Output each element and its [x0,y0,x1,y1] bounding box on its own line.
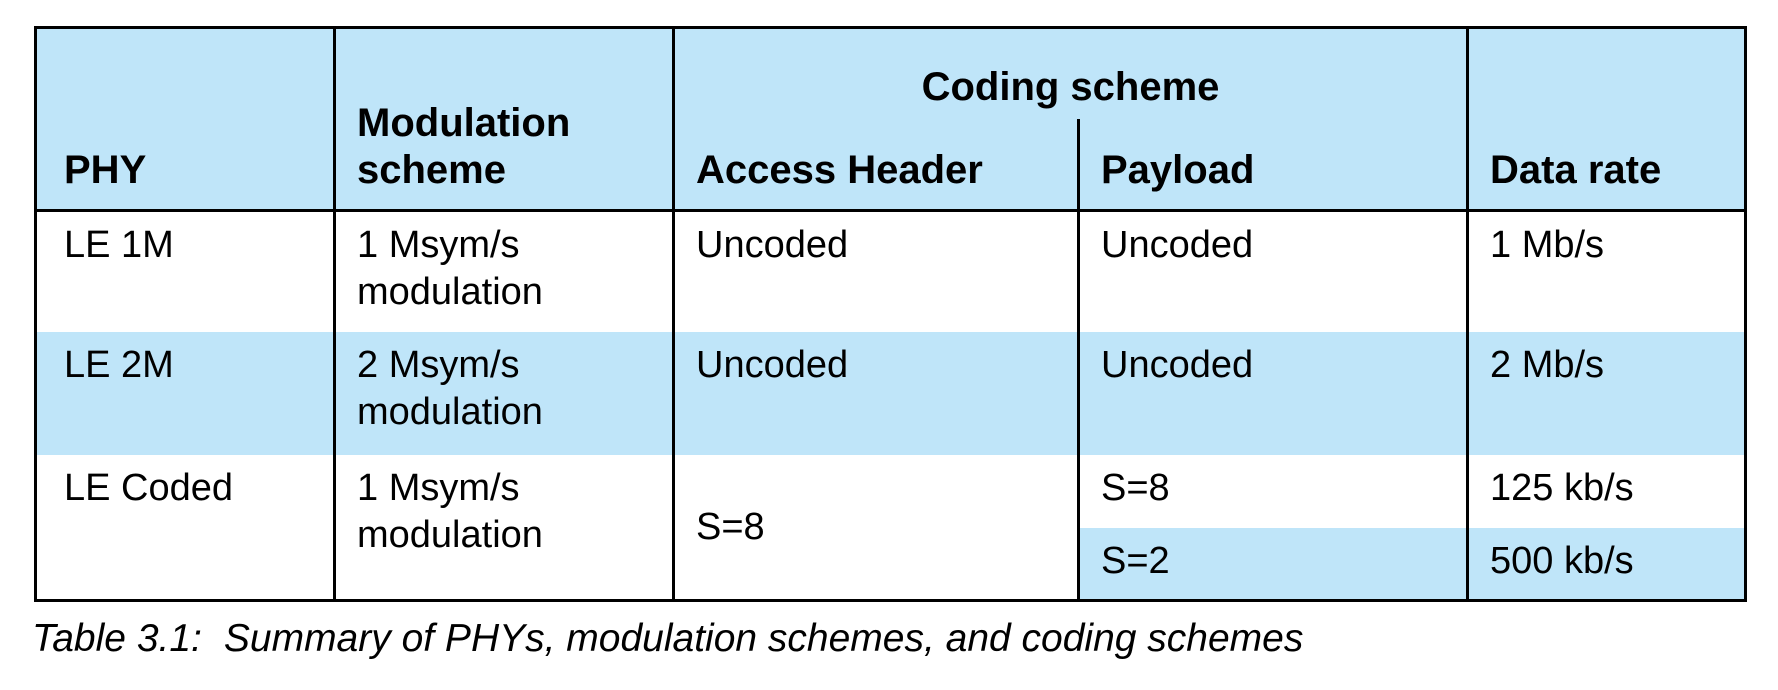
header-label-modulation-scheme: Modulation scheme [357,101,571,192]
cell-le2m-payload: Uncoded [1077,332,1466,455]
cell-le1m-modulation: 1 Msym/s modulation [333,212,672,332]
cell-le2m-data-rate: 2 Mb/s [1466,332,1744,455]
cell-le1m-payload: Uncoded [1077,212,1466,332]
header-label-data-rate: Data rate [1490,148,1662,192]
cell-lecoded-data-rate-s2: 500 kb/s [1466,528,1744,599]
cell-le2m-access-header: Uncoded [672,332,1077,455]
header-label-phy: PHY [64,148,147,192]
cell-le2m-phy: LE 2M [37,332,333,455]
cell-le2m-modulation: 2 Msym/s modulation [333,332,672,455]
phy-summary-table: PHY Modulation scheme Coding scheme Acce… [34,26,1747,602]
cell-le1m-data-rate: 1 Mb/s [1466,212,1744,332]
header-cell-phy: PHY [37,29,333,212]
cell-le1m-access-header: Uncoded [672,212,1077,332]
table-caption: Table 3.1: Summary of PHYs, modulation sc… [32,615,1303,663]
cell-lecoded-data-rate-s8: 125 kb/s [1466,455,1744,528]
table-caption-label: Table 3.1: [32,617,202,660]
header-cell-modulation-scheme: Modulation scheme [333,29,672,212]
cell-lecoded-access-header: S=8 [672,455,1077,599]
cell-lecoded-phy: LE Coded [37,455,333,599]
cell-lecoded-payload-s8: S=8 [1077,455,1466,528]
header-cell-payload: Payload [1077,119,1466,209]
header-label-access-header: Access Header [696,148,983,192]
cell-lecoded-modulation: 1 Msym/s modulation [333,455,672,599]
table-caption-text: Summary of PHYs, modulation schemes, and… [223,617,1304,660]
cell-lecoded-payload-s2: S=2 [1077,528,1466,599]
header-cell-data-rate: Data rate [1466,29,1744,212]
cell-le1m-phy: LE 1M [37,212,333,332]
header-label-payload: Payload [1101,148,1255,192]
header-cell-coding-scheme: Coding scheme [675,29,1466,119]
header-group-coding-scheme: Coding scheme Access Header Payload [672,29,1466,212]
header-cell-access-header: Access Header [675,119,1077,209]
header-label-coding-scheme: Coding scheme [921,64,1220,109]
